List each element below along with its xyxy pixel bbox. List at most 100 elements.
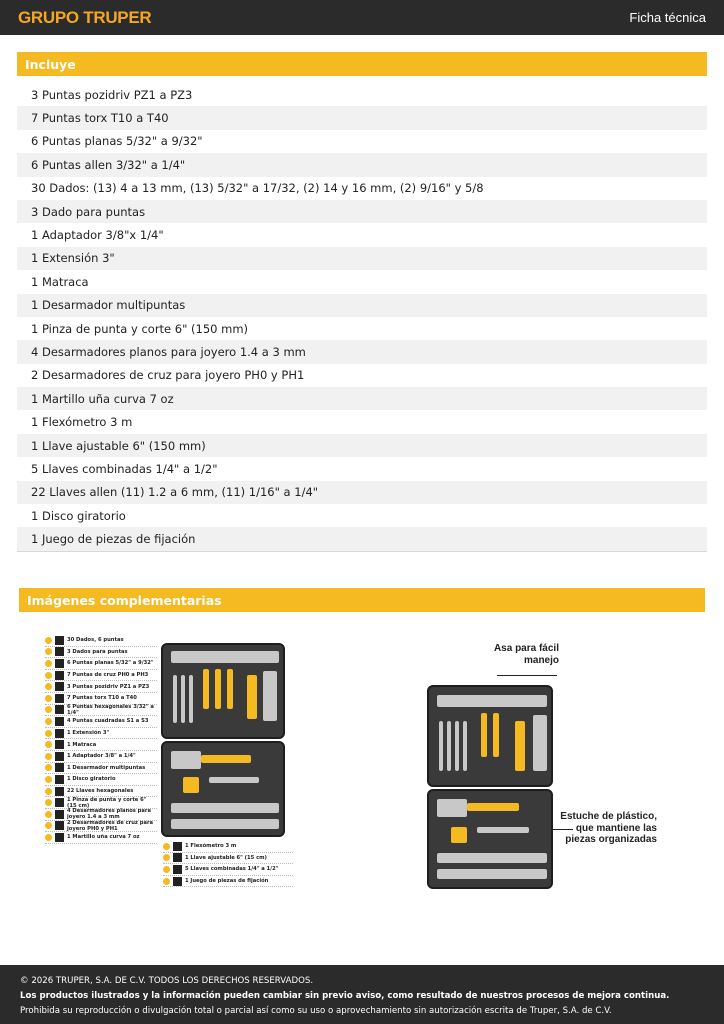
figure-label-text: 1 Extensión 3" — [67, 730, 110, 737]
includes-title: Incluye — [25, 56, 76, 72]
figure-label-text: 6 Puntas planas 5/32" a 9/32" — [67, 660, 154, 667]
screwdriver-shape — [215, 669, 221, 709]
images-section-header: Imágenes complementarias — [19, 588, 705, 612]
figure-label-row: 4 Puntas cuadradas S1 a S3 — [45, 716, 157, 728]
label-badge-icon — [163, 877, 170, 885]
figure-label-row: 1 Martillo uña curva 7 oz — [45, 832, 157, 844]
top-bar: GRUPO TRUPER Ficha técnica — [0, 0, 724, 35]
includes-list: 3 Puntas pozidriv PZ1 a PZ3 7 Puntas tor… — [17, 83, 707, 552]
brand-logo[interactable]: GRUPO TRUPER — [18, 7, 152, 27]
tool-thumbnail-icon — [55, 740, 64, 750]
label-badge-icon — [45, 764, 52, 772]
label-badge-icon — [45, 787, 52, 795]
figure-label-row: 6 Puntas hexagonales 3/32" a 1/4" — [45, 703, 157, 717]
figure-label-text: 1 Martillo uña curva 7 oz — [67, 834, 140, 841]
label-badge-icon — [45, 752, 52, 760]
label-badge-icon — [45, 822, 52, 830]
figure-label-row: 1 Matraca — [45, 739, 157, 751]
figure-label-text: 6 Puntas hexagonales 3/32" a 1/4" — [67, 703, 154, 716]
figure-label-text: 1 Pinza de punta y corte 6" (15 cm) — [67, 796, 147, 809]
label-badge-icon — [45, 683, 52, 691]
tool-thumbnail-icon — [173, 853, 182, 863]
label-badge-icon — [45, 659, 52, 667]
tool-thumbnail-icon — [55, 658, 64, 668]
tape-measure-shape — [451, 827, 467, 843]
tool-thumbnail-icon — [55, 670, 64, 680]
sockets-row — [171, 819, 279, 829]
tool-thumbnail-icon — [173, 864, 182, 874]
list-item: 4 Desarmadores planos para joyero 1.4 a … — [17, 340, 707, 364]
tool-thumbnail-icon — [55, 774, 64, 784]
screwdriver-shape — [227, 669, 233, 709]
hammer-handle-shape — [467, 803, 519, 811]
pliers-shape — [247, 675, 257, 719]
tool-thumbnail-icon — [55, 832, 64, 842]
figure-label-text: 1 Matraca — [67, 741, 97, 748]
figure-label-row: 2 Desarmadores de cruz para joyero PH0 y… — [45, 820, 157, 833]
list-item: 30 Dados: (13) 4 a 13 mm, (13) 5/32" a 1… — [31, 181, 484, 196]
figure-label-row: 6 Puntas planas 5/32" a 9/32" — [45, 658, 157, 670]
prohibition-text: Prohibida su reproducción o divulgación … — [20, 1006, 612, 1016]
label-badge-icon — [163, 842, 170, 850]
wrench-shape — [189, 675, 193, 723]
list-item: 1 Pinza de punta y corte 6" (150 mm) — [31, 321, 249, 336]
case-top-half-image — [161, 643, 285, 739]
tool-thumbnail-icon — [55, 705, 64, 715]
figure-label-row: 7 Puntas de cruz PH0 a PH3 — [45, 670, 157, 682]
bits-row — [171, 651, 279, 663]
figure-label-text: 4 Desarmadores planos para joyero 1.4 a … — [67, 808, 151, 821]
wrench-shape — [439, 721, 443, 771]
label-badge-icon — [45, 833, 52, 841]
tool-thumbnail-icon — [55, 751, 64, 761]
figure-label-row: 30 Dados, 6 puntas — [45, 635, 157, 647]
list-item: 3 Dado para puntas — [17, 199, 707, 224]
tool-thumbnail-icon — [55, 786, 64, 796]
list-item: 1 Flexómetro 3 m — [31, 415, 133, 430]
tool-thumbnail-icon — [55, 728, 64, 738]
list-item: 6 Puntas planas 5/32" a 9/32" — [31, 134, 203, 149]
label-badge-icon — [45, 671, 52, 679]
label-badge-icon — [45, 741, 52, 749]
list-item: 6 Puntas allen 3/32" a 1/4" — [17, 153, 707, 177]
case-bottom-image-right — [427, 789, 553, 889]
list-item: 2 Desarmadores de cruz para joyero PH0 y… — [31, 368, 305, 383]
tool-thumbnail-icon — [55, 682, 64, 692]
figure-label-row: 1 Llave ajustable 6" (15 cm) — [163, 853, 293, 865]
figure-label-text: 7 Puntas de cruz PH0 a PH3 — [67, 672, 149, 679]
figure-label-text: 1 Adaptador 3/8" a 1/4" — [67, 753, 136, 760]
tool-thumbnail-icon — [55, 821, 64, 831]
tool-thumbnail-icon — [55, 693, 64, 703]
bits-row — [437, 695, 547, 707]
wrench-shape — [173, 675, 177, 723]
tool-thumbnail-icon — [173, 876, 182, 886]
figure-label-row: 5 Llaves combinadas 1/4" a 1/2" — [163, 864, 293, 876]
list-item: 1 Matraca — [31, 274, 89, 289]
figure-label-text: 4 Puntas cuadradas S1 a S3 — [67, 718, 149, 725]
label-badge-icon — [45, 810, 52, 818]
list-item: 1 Adaptador 3/8"x 1/4" — [31, 228, 164, 243]
wrench-shape — [181, 675, 185, 723]
handle-callout-line — [497, 675, 557, 676]
figure-label-text: 3 Puntas pozidriv PZ1 a PZ3 — [67, 683, 150, 690]
wrench-shape — [455, 721, 459, 771]
figure-label-text: 1 Llave ajustable 6" (15 cm) — [185, 854, 267, 861]
label-badge-icon — [45, 717, 52, 725]
label-badge-icon — [45, 706, 52, 714]
list-item: 1 Desarmador multipuntas — [17, 293, 707, 317]
figure-label-row: 3 Dados para puntas — [45, 647, 157, 659]
figure-label-row: 1 Desarmador multipuntas — [45, 763, 157, 775]
copyright-text: © 2026 TRUPER, S.A. DE C.V. TODOS LOS DE… — [20, 976, 314, 986]
label-badge-icon — [45, 799, 52, 807]
figure-label-text: 5 Llaves combinadas 1/4" a 1/2" — [185, 866, 279, 873]
sockets-row — [437, 869, 547, 879]
figure-label-row: 1 Adaptador 3/8" a 1/4" — [45, 751, 157, 763]
wrench-shape — [447, 721, 451, 771]
images-title: Imágenes complementarias — [27, 592, 222, 608]
list-item: 1 Disco giratorio — [31, 508, 126, 523]
figure-label-text: 22 Llaves hexagonales — [67, 788, 134, 795]
figure-label-text: 1 Disco giratorio — [67, 776, 116, 783]
